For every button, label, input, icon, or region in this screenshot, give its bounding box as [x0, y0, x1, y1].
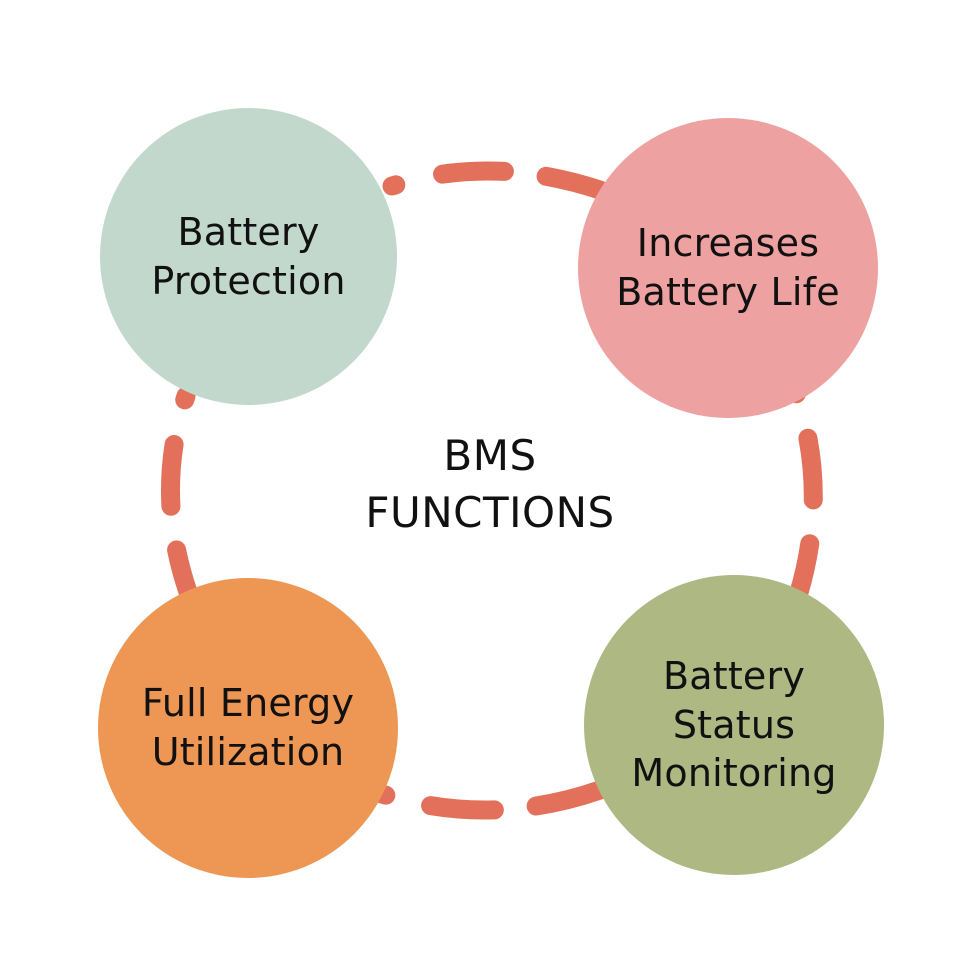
node-battery-status-monitoring[interactable]: Battery Status Monitoring	[584, 575, 884, 875]
connector-top	[382, 161, 610, 200]
node-label-full-energy-utilization: Full Energy Utilization	[141, 681, 355, 774]
connector-right	[785, 380, 823, 606]
node-label-battery-status-monitoring: Battery Status Monitoring	[631, 654, 837, 796]
node-label-increases-battery-life: Increases Battery Life	[616, 221, 840, 314]
node-increases-battery-life[interactable]: Increases Battery Life	[578, 118, 878, 418]
node-full-energy-utilization[interactable]: Full Energy Utilization	[98, 578, 398, 878]
node-label-battery-protection: Battery Protection	[151, 209, 346, 303]
center-title: BMS FUNCTIONS	[365, 431, 615, 537]
connector-left	[161, 386, 198, 602]
connector-bottom	[372, 780, 610, 820]
node-battery-protection[interactable]: Battery Protection	[100, 108, 397, 405]
